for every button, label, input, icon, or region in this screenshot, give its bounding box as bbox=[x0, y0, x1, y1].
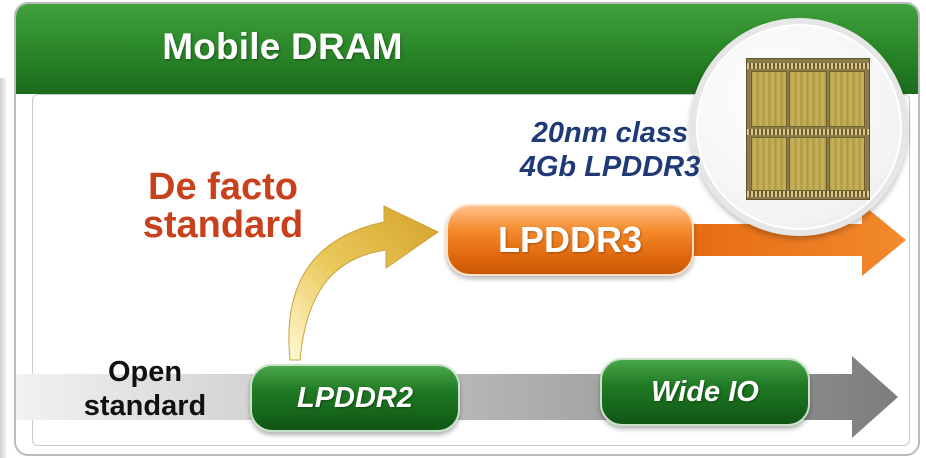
open-line-1: Open bbox=[107, 356, 183, 388]
chip-die-image bbox=[746, 58, 870, 200]
annotation-line-2: 4Gb LPDDR3 bbox=[519, 151, 701, 183]
lpddr3-track-arrow bbox=[680, 204, 906, 276]
open-line-2: standard bbox=[83, 390, 207, 422]
curved-upgrade-arrow bbox=[288, 205, 439, 361]
de-facto-line-1: De facto bbox=[148, 166, 298, 208]
chip-annotation: 20nm class 4Gb LPDDR3 bbox=[470, 116, 750, 184]
de-facto-line-2: standard bbox=[142, 204, 304, 246]
annotation-line-1: 20nm class bbox=[531, 117, 689, 149]
lpddr3-pill: LPDDR3 bbox=[446, 204, 694, 276]
de-facto-standard-label: De facto standard bbox=[118, 168, 328, 244]
page-title: Mobile DRAM bbox=[162, 26, 403, 67]
wide-io-pill: Wide IO bbox=[600, 358, 810, 426]
lpddr2-pill: LPDDR2 bbox=[250, 364, 460, 432]
left-edge-rule bbox=[0, 78, 6, 458]
chip-photo-callout bbox=[690, 18, 908, 236]
open-standard-label: Open standard bbox=[70, 355, 220, 423]
